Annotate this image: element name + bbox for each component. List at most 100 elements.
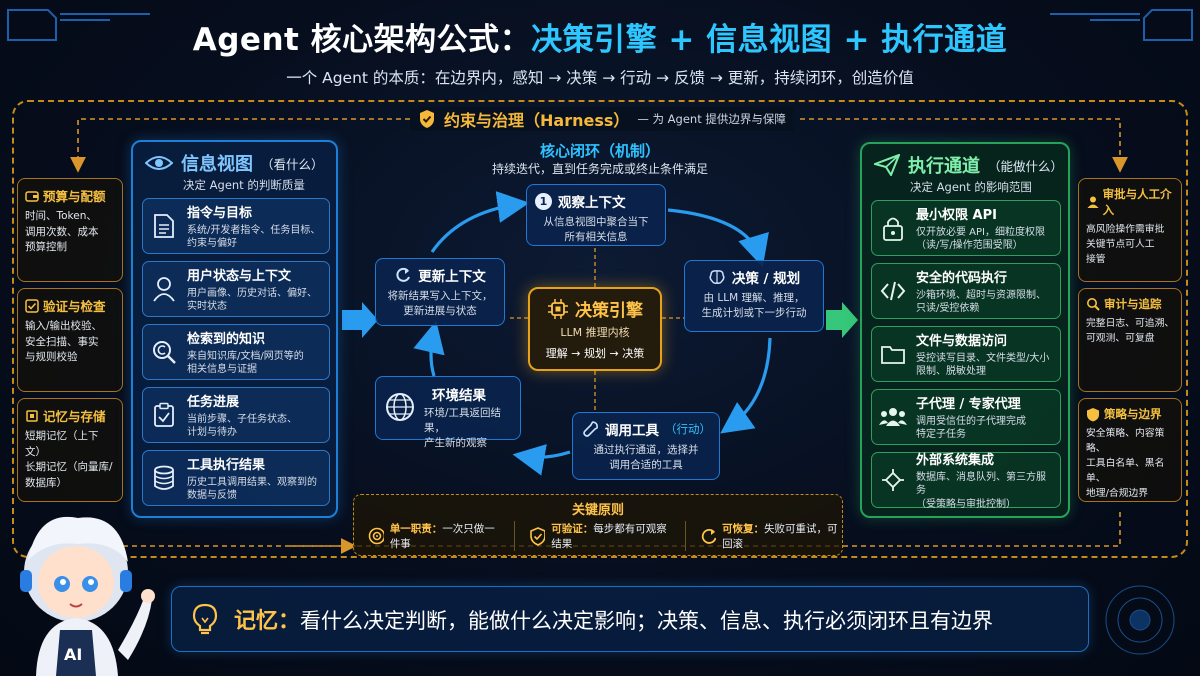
folder-icon	[881, 346, 905, 364]
side-card-desc: 高风险操作需审批 关键节点可人工 接管	[1086, 224, 1165, 265]
loop-node-tool: 调用工具（行动） 通过执行通道，选择并 调用合适的工具	[572, 412, 720, 480]
exec-item-title: 安全的代码执行	[916, 270, 1008, 286]
info-item-instructions: 指令与目标系统/开发者指令、任务目标、 约束与偏好	[142, 198, 330, 254]
code-icon	[880, 281, 906, 301]
side-card-title: 预算与配额	[43, 189, 106, 204]
svg-text:AI: AI	[64, 645, 82, 664]
policy-shield-icon	[1087, 407, 1099, 421]
core-subtitle: LLM 推理内核	[560, 326, 630, 339]
loop-node-decide: 决策 / 规划 由 LLM 理解、推理， 生成计划或下一步行动	[684, 260, 824, 332]
exec-channel-subtitle: 决定 Agent 的影响范围	[910, 180, 1032, 194]
exec-item-desc: 调用受信任的子代理完成 特定子任务	[916, 415, 1026, 441]
info-item-title: 检索到的知识	[187, 331, 266, 347]
title-prefix: Agent 核心架构公式：	[192, 22, 532, 58]
loop-node-desc: 将新结果写入上下文， 更新进展与状态	[387, 290, 493, 317]
clipboard-check-icon	[154, 402, 174, 427]
info-item-desc: 用户画像、历史对话、偏好、 实时状态	[187, 287, 317, 313]
principle-key: 可验证：	[551, 523, 594, 535]
arc-env-to-update	[413, 320, 445, 377]
info-item-title: 工具执行结果	[187, 457, 266, 473]
wrench-icon	[583, 421, 598, 437]
arc-decide-to-tool	[720, 337, 772, 434]
memory-icon	[26, 409, 38, 422]
paper-plane-icon	[874, 154, 900, 176]
principle-key: 可恢复：	[722, 523, 765, 535]
side-card-desc: 时间、Token、 调用次数、成本 预算控制	[25, 210, 99, 253]
brain-icon	[709, 270, 725, 284]
info-item-progress: 任务进展当前步骤、子任务状态、 计划与待办	[142, 387, 330, 443]
exec-item-desc: 沙箱环境、超时与资源限制、 只读/受控依赖	[916, 289, 1046, 315]
step-number-badge: 1	[535, 192, 552, 210]
loop-node-desc: 从信息视图中聚合当下 所有相关信息	[543, 216, 649, 243]
loop-node-update: 更新上下文 将新结果写入上下文， 更新进展与状态	[375, 258, 505, 326]
side-card-title: 验证与检查	[43, 299, 106, 314]
loop-title: 核心闭环（机制）	[539, 142, 660, 160]
side-card-title: 审批与人工介入	[1102, 187, 1172, 217]
info-view-tag: （看什么）	[261, 156, 324, 172]
shield-icon	[420, 110, 434, 128]
key-principles-title: 关键原则	[571, 503, 624, 518]
key-principles-box: 关键原则 单一职责：一次只做一件事 可验证：每步都有可观察结果 可恢复：失败可重…	[353, 494, 843, 556]
exec-channel-tag: （能做什么）	[988, 158, 1064, 174]
loop-subtitle: 持续迭代，直到任务完成或终止条件满足	[491, 162, 708, 176]
page-title: Agent 核心架构公式：决策引擎 + 信息视图 + 执行通道	[0, 14, 1200, 59]
info-item-tool-results: 工具执行结果历史工具调用结果、观察到的 数据与反馈	[142, 450, 330, 506]
memory-text: 看什么决定判断，能做什么决定影响；决策、信息、执行必须闭环且有边界	[300, 609, 994, 633]
globe-icon	[386, 393, 414, 421]
exec-item-files: 文件与数据访问受控读写目录、文件类型/大小 限制、脱敏处理	[871, 326, 1061, 382]
corner-ornament-tl	[7, 9, 150, 41]
principle-recoverable: 可恢复：失败可重试，可回滚	[700, 521, 842, 551]
loop-node-env: 环境结果 环境/工具返回结果， 产生新的观察	[375, 376, 521, 449]
checklist-icon	[25, 298, 39, 313]
eye-icon	[145, 156, 173, 170]
loop-node-title: 调用工具	[605, 423, 659, 439]
memory-banner: 记忆：看什么决定判断，能做什么决定影响；决策、信息、执行必须闭环且有边界	[171, 586, 1089, 652]
info-item-knowledge: 检索到的知识来自知识库/文档/网页等的 相关信息与证据	[142, 324, 330, 380]
harness-subtitle: — 为 Agent 提供边界与保障	[637, 112, 786, 126]
harness-frame	[12, 100, 1188, 558]
refresh-icon	[396, 267, 411, 282]
info-view-title: 信息视图	[181, 154, 253, 175]
exec-item-title: 外部系统集成	[916, 452, 995, 468]
info-to-loop-arrow	[342, 302, 378, 338]
lock-icon	[883, 217, 903, 241]
chip-icon	[548, 298, 568, 319]
document-icon	[154, 214, 174, 238]
loop-node-desc: 由 LLM 理解、推理， 生成计划或下一步行动	[701, 292, 807, 319]
harness-label: 约束与治理（Harness） — 为 Agent 提供边界与保障	[410, 107, 794, 131]
title-formula: 决策引擎 + 信息视图 + 执行通道	[531, 22, 1008, 58]
database-icon	[154, 465, 174, 490]
principle-single-responsibility: 单一职责：一次只做一件事	[368, 521, 516, 551]
info-view-subtitle: 决定 Agent 的判断质量	[183, 178, 305, 192]
target-icon	[368, 527, 384, 545]
decision-engine-core: 决策引擎 LLM 推理内核 理解 → 规划 → 决策	[528, 287, 662, 371]
corner-ornament-tr	[1050, 9, 1193, 41]
side-card-desc: 短期记忆（上下文） 长期记忆（向量库/ 数据库）	[25, 430, 113, 489]
principle-value: 每步都有可观察结果	[551, 523, 667, 550]
info-item-desc: 历史工具调用结果、观察到的 数据与反馈	[187, 476, 317, 502]
person-icon	[1087, 196, 1099, 208]
side-card-budget: 预算与配额 时间、Token、 调用次数、成本 预算控制	[17, 178, 123, 282]
loop-node-tag: （行动）	[665, 422, 711, 436]
lightbulb-icon	[192, 603, 218, 635]
arc-observe-to-decide	[667, 208, 769, 268]
memory-key: 记忆：	[234, 609, 301, 634]
loop-node-title: 决策 / 规划	[731, 271, 801, 287]
info-item-desc: 系统/开发者指令、任务目标、 约束与偏好	[187, 224, 321, 250]
wallet-icon	[25, 190, 39, 202]
group-icon	[879, 408, 907, 426]
principle-key: 单一职责：	[389, 523, 443, 535]
side-card-desc: 输入/输出校验、 安全扫描、事实 与规则校验	[25, 320, 103, 363]
exec-item-desc: 仅开放必要 API，细粒度权限 （读/写/操作范围受限）	[916, 226, 1045, 252]
side-card-verify: 验证与检查 输入/输出校验、 安全扫描、事实 与规则校验	[17, 288, 123, 392]
exec-item-subagents: 子代理 / 专家代理调用受信任的子代理完成 特定子任务	[871, 389, 1061, 445]
info-item-desc: 来自知识库/文档/网页等的 相关信息与证据	[187, 350, 304, 376]
harness-arrow-right	[800, 118, 1128, 173]
user-icon	[153, 277, 175, 302]
loop-node-title: 环境结果	[432, 388, 486, 404]
harness-arrow-left	[70, 118, 410, 173]
arc-tool-to-env	[512, 444, 571, 476]
info-item-title: 指令与目标	[187, 205, 253, 221]
